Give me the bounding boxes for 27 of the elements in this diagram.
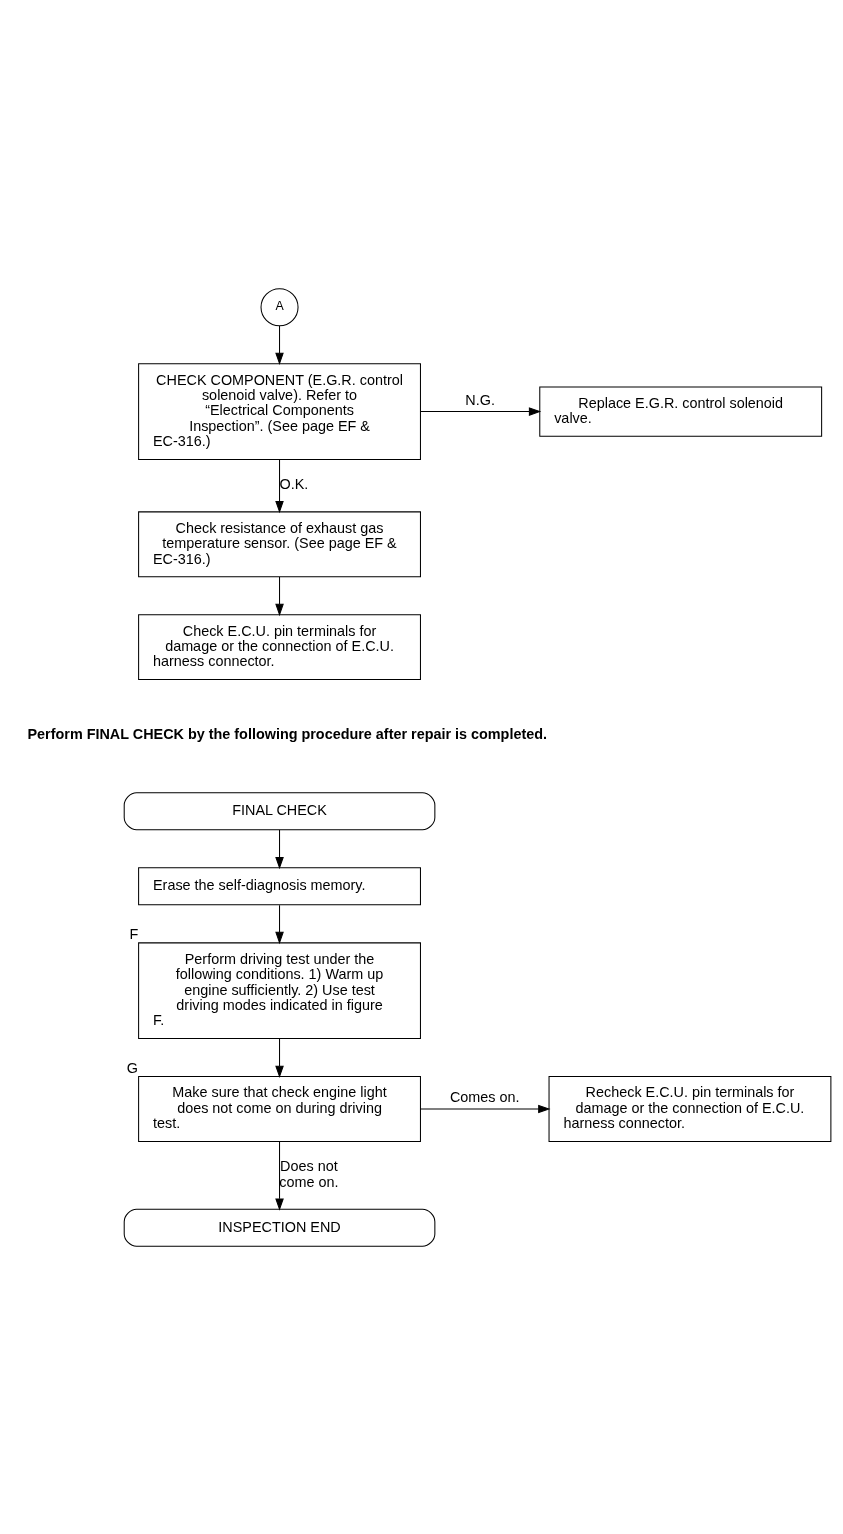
arrow (274, 1140, 284, 1211)
arrow (274, 575, 284, 616)
arrow (274, 458, 284, 513)
label: Perform FINAL CHECK by the following procedure after repair is completed. (27, 725, 547, 742)
arrow (274, 828, 284, 869)
arrow (419, 1104, 551, 1113)
edge-label: Comes on. (449, 1088, 520, 1105)
arrow (274, 325, 284, 365)
node-box: INSPECTION END (123, 1208, 435, 1247)
edge-label: Does not come on. (278, 1157, 338, 1190)
node-label: G (126, 1059, 138, 1076)
node-label: F (129, 925, 138, 942)
node-box: Make sure that check engine light does not come on during driving test. (137, 1075, 421, 1142)
arrow (419, 406, 541, 416)
node-box: Erase the self-diagnosis memory. (137, 866, 421, 905)
node-box: CHECK COMPONENT (E.G.R. control solenoid valve). Refer to “Electrical Components Inspection”. (See page EF & EC-316.) (137, 362, 421, 460)
node-circle: A (260, 287, 299, 326)
arrow (274, 1037, 284, 1078)
node-box: Recheck E.C.U. pin terminals for damage or the connection of E.C.U. harness connector. (548, 1075, 831, 1142)
edge-label: O.K. (279, 475, 308, 492)
node-box: Check E.C.U. pin terminals for damage or the connection of E.C.U. harness connector. (137, 613, 421, 680)
arrow (274, 904, 284, 944)
node-box: Check resistance of exhaust gas temperature sensor. (See page EF & EC-316.) (137, 510, 421, 577)
edge-label: N.G. (464, 391, 495, 408)
node-box: Replace E.G.R. control solenoid valve. (538, 385, 822, 437)
node-box: FINAL CHECK (123, 791, 435, 830)
node-box: Perform driving test under the following conditions. 1) Warm up engine sufficiently. 2) Use test driving modes indicated in figure F. (137, 941, 421, 1039)
